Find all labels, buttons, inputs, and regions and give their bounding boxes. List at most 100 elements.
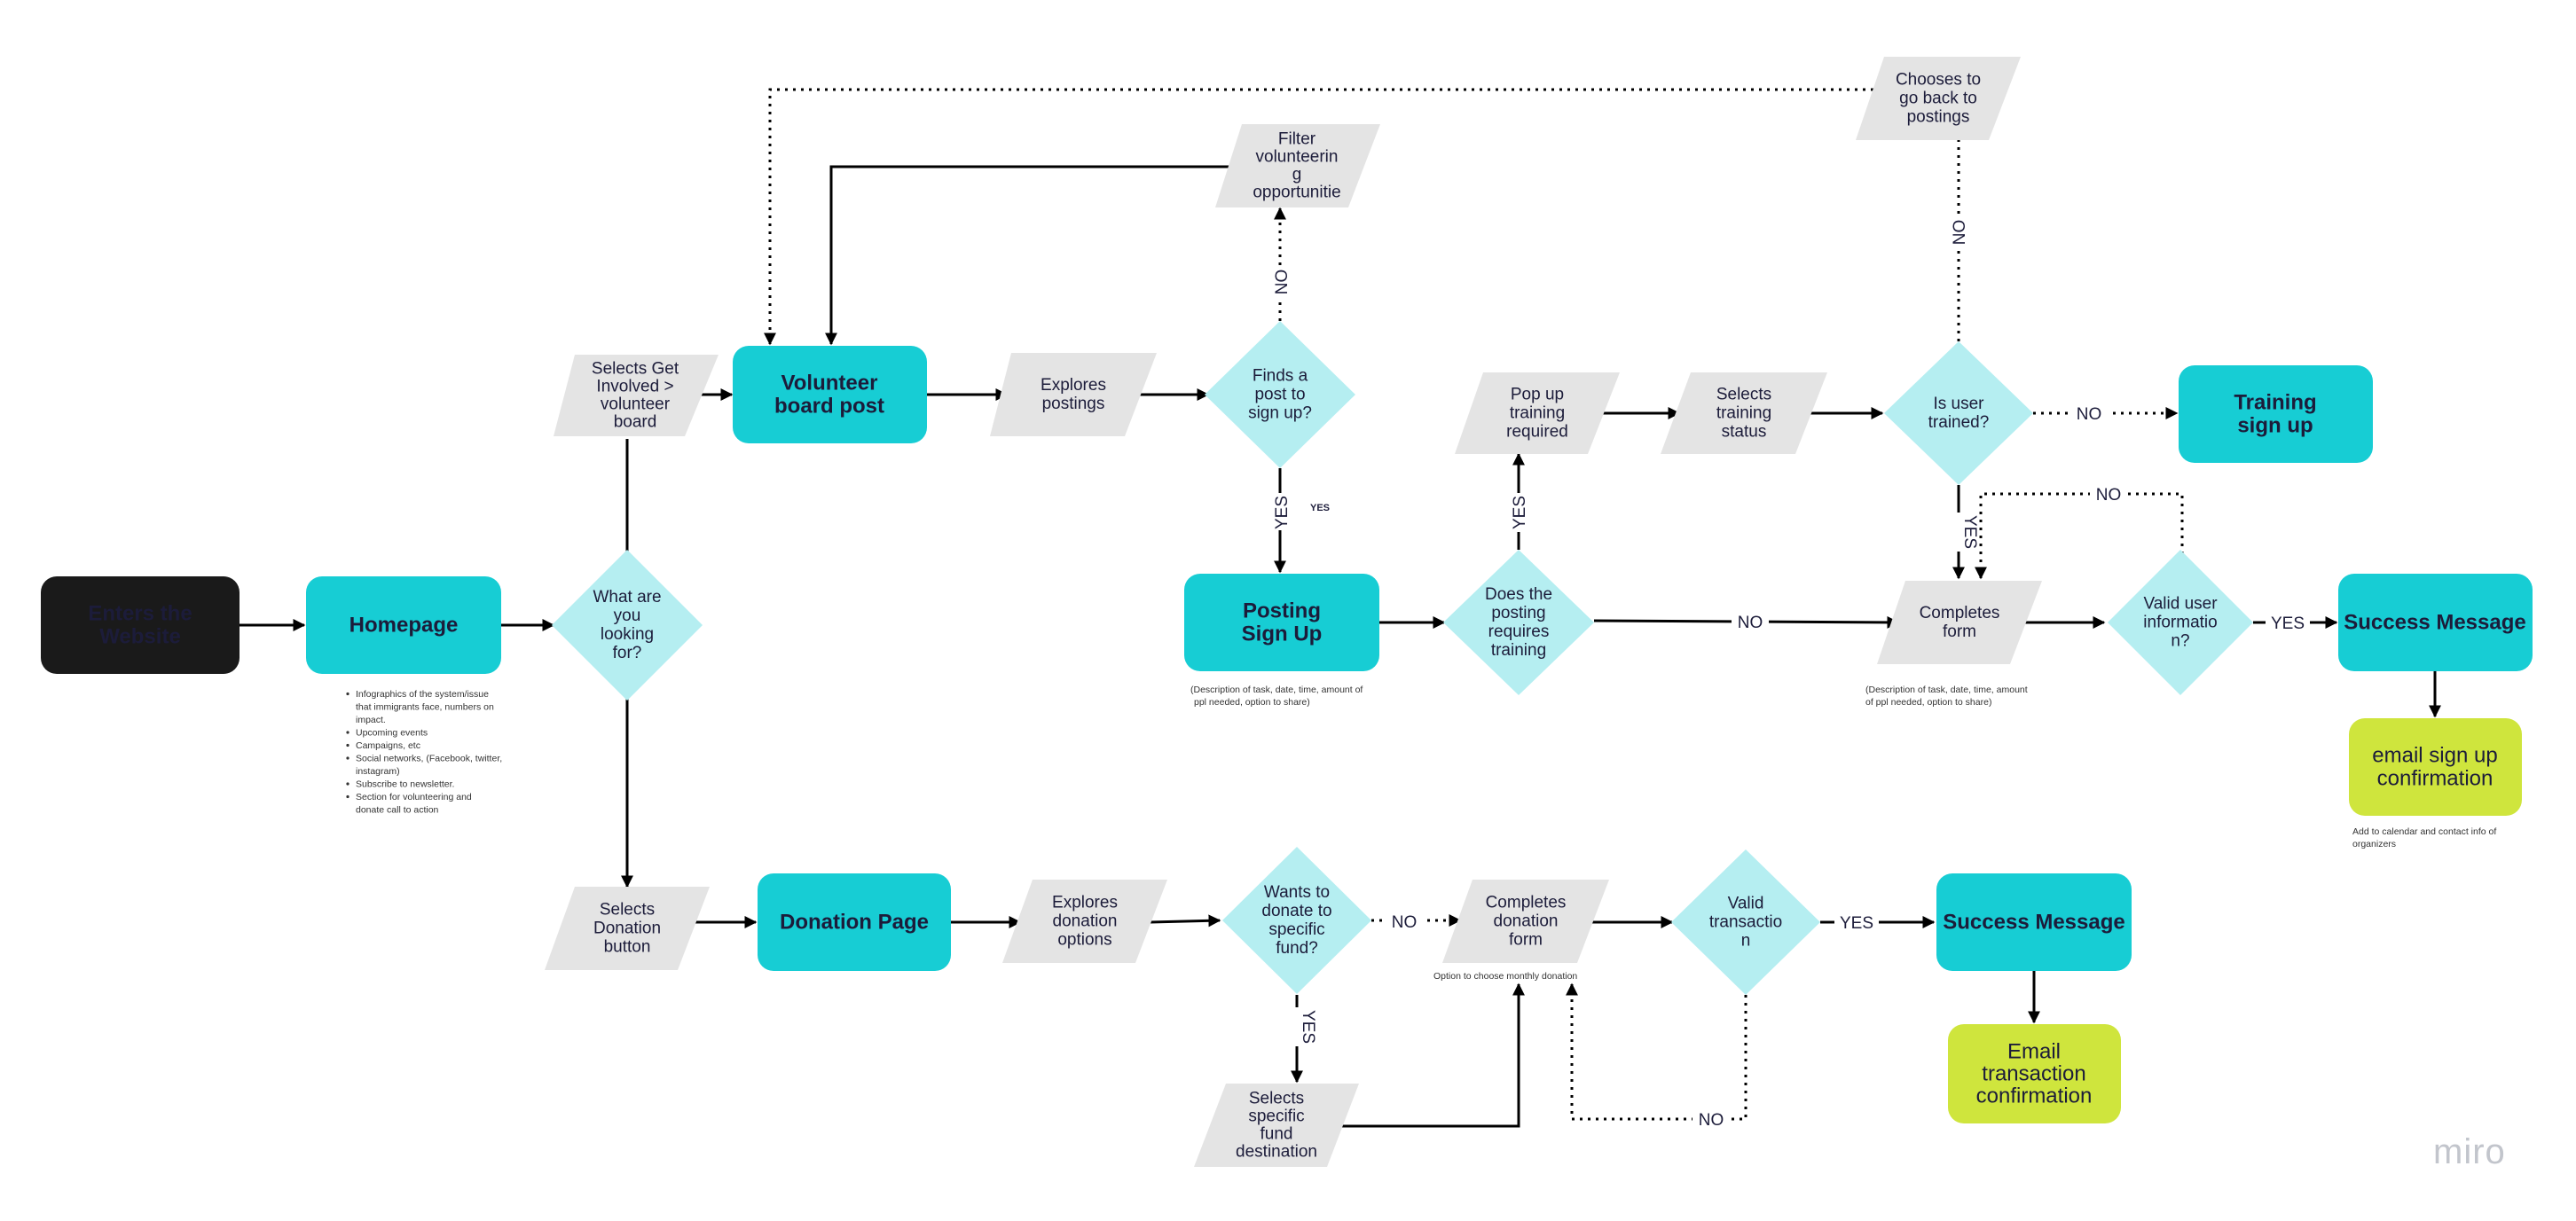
node-text-line: n? xyxy=(2171,632,2189,651)
node-homepage-text: Homepage xyxy=(349,614,459,638)
node-text-line: Posting xyxy=(1243,599,1321,623)
node-explores-postings[interactable] xyxy=(990,353,1157,436)
node-email-transaction-confirmation[interactable] xyxy=(1948,1024,2121,1123)
node-what-looking-diamond[interactable] xyxy=(552,550,703,701)
node-donation-page[interactable] xyxy=(758,873,951,971)
node-text-line: g xyxy=(1292,166,1302,184)
node-text-line: Finds a xyxy=(1253,367,1308,386)
node-does-posting-diamond[interactable] xyxy=(1443,550,1594,695)
label-yes-small: YES xyxy=(1310,503,1330,513)
node-selects-get-involved[interactable] xyxy=(554,355,719,436)
node-text-line: status xyxy=(1722,423,1767,442)
node-text-line: posting xyxy=(1491,604,1545,622)
note-form-desc-1: (Description of task, date, time, amount xyxy=(1865,685,2028,695)
node-text-line: looking xyxy=(601,625,654,644)
node-is-user-trained-diamond[interactable] xyxy=(1884,341,2033,485)
label-yes-trained: YES xyxy=(1960,515,1979,549)
node-text-line: Involved > xyxy=(596,378,673,396)
node-text-line: button xyxy=(604,938,651,957)
edge-filter-volunteer xyxy=(825,165,1240,346)
node-filter-opportunities[interactable] xyxy=(1215,124,1380,207)
bullet-line: that immigrants face, numbers on xyxy=(356,702,494,713)
node-text-line: Selects xyxy=(600,901,655,920)
node-chooses-back[interactable] xyxy=(1856,57,2021,140)
node-text-line: fund xyxy=(1261,1125,1293,1144)
node-text-line: email sign up xyxy=(2372,744,2497,768)
node-success-message-bottom[interactable] xyxy=(1936,873,2132,971)
note-calendar-1: Add to calendar and contact info of xyxy=(2352,826,2496,837)
node-email-signup-confirmation[interactable] xyxy=(2349,718,2522,816)
node-valid-user-diamond[interactable] xyxy=(2108,550,2253,695)
node-text-line: training xyxy=(1716,404,1771,423)
node-text-line: Valid user xyxy=(2143,595,2218,614)
node-text-line: confirmation xyxy=(2377,767,2494,791)
node-training-signup[interactable] xyxy=(2179,365,2373,463)
node-text-line: for? xyxy=(613,644,642,662)
node-text-line: trained? xyxy=(1928,413,1990,432)
node-text-line: confirmation xyxy=(1976,1084,2093,1108)
edge-valid-completes xyxy=(1975,492,2184,580)
label-no-training: NO xyxy=(1738,614,1763,632)
note-posting-desc-1: (Description of task, date, time, amount… xyxy=(1190,685,1363,695)
bullet-line: Infographics of the system/issue xyxy=(356,689,489,700)
node-completes-donation[interactable] xyxy=(1442,880,1609,963)
note-calendar-2: organizers xyxy=(2352,839,2396,849)
node-text-line: Completes xyxy=(1486,894,1567,912)
node-homepage[interactable] xyxy=(306,576,501,674)
node-enters-website[interactable] xyxy=(41,576,240,674)
node-text-line: form xyxy=(1943,622,1976,641)
node-text-line: go back to xyxy=(1899,90,1977,108)
node-text-line: specific xyxy=(1248,1108,1304,1126)
node-finds-post-diamond[interactable] xyxy=(1205,321,1355,468)
node-completes-form[interactable] xyxy=(1877,581,2042,664)
node-success-message-top[interactable] xyxy=(2338,574,2533,671)
bullet-dot xyxy=(346,731,349,734)
node-text-line: transaction xyxy=(1982,1062,2085,1086)
node-text-line: opportunitie xyxy=(1253,184,1340,202)
node-text-line: Pop up xyxy=(1511,386,1564,404)
node-text-line: Email xyxy=(2007,1040,2061,1064)
node-text-line: Chooses to xyxy=(1896,71,1981,90)
label-no-validtx: NO xyxy=(1699,1111,1724,1130)
label-no-valid: NO xyxy=(2096,486,2122,505)
node-text-line: Enters the xyxy=(88,602,192,626)
node-selects-training-status[interactable] xyxy=(1661,372,1827,454)
edge-explores-wants xyxy=(1150,914,1221,927)
node-wants-donate-diamond[interactable] xyxy=(1222,847,1371,994)
label-no-back: NO xyxy=(1951,220,1969,246)
node-text-line: donation xyxy=(1053,912,1118,931)
bullet-line: Section for volunteering and xyxy=(356,792,472,802)
bullet-line: Subscribe to newsletter. xyxy=(356,779,454,790)
bullet-line: Campaigns, etc xyxy=(356,740,420,751)
node-popup-training[interactable] xyxy=(1455,372,1620,454)
node-selects-fund[interactable] xyxy=(1194,1084,1359,1167)
node-text-line: Sign Up xyxy=(1242,622,1323,646)
node-text-line: Explores xyxy=(1041,376,1106,395)
node-selects-donation[interactable] xyxy=(545,887,710,970)
node-volunteer-board-post[interactable] xyxy=(733,346,927,443)
node-posting-signup[interactable] xyxy=(1184,574,1379,671)
node-valid-transaction-diamond[interactable] xyxy=(1671,849,1820,995)
node-text-line: Homepage xyxy=(349,614,459,638)
node-text-line: Website xyxy=(99,625,181,649)
node-text-line: training xyxy=(1510,404,1565,423)
bullet-dot xyxy=(346,782,349,786)
node-explores-donation[interactable] xyxy=(1002,880,1167,963)
bullet-dot xyxy=(346,692,349,696)
node-text-line: Selects Get xyxy=(592,360,679,379)
